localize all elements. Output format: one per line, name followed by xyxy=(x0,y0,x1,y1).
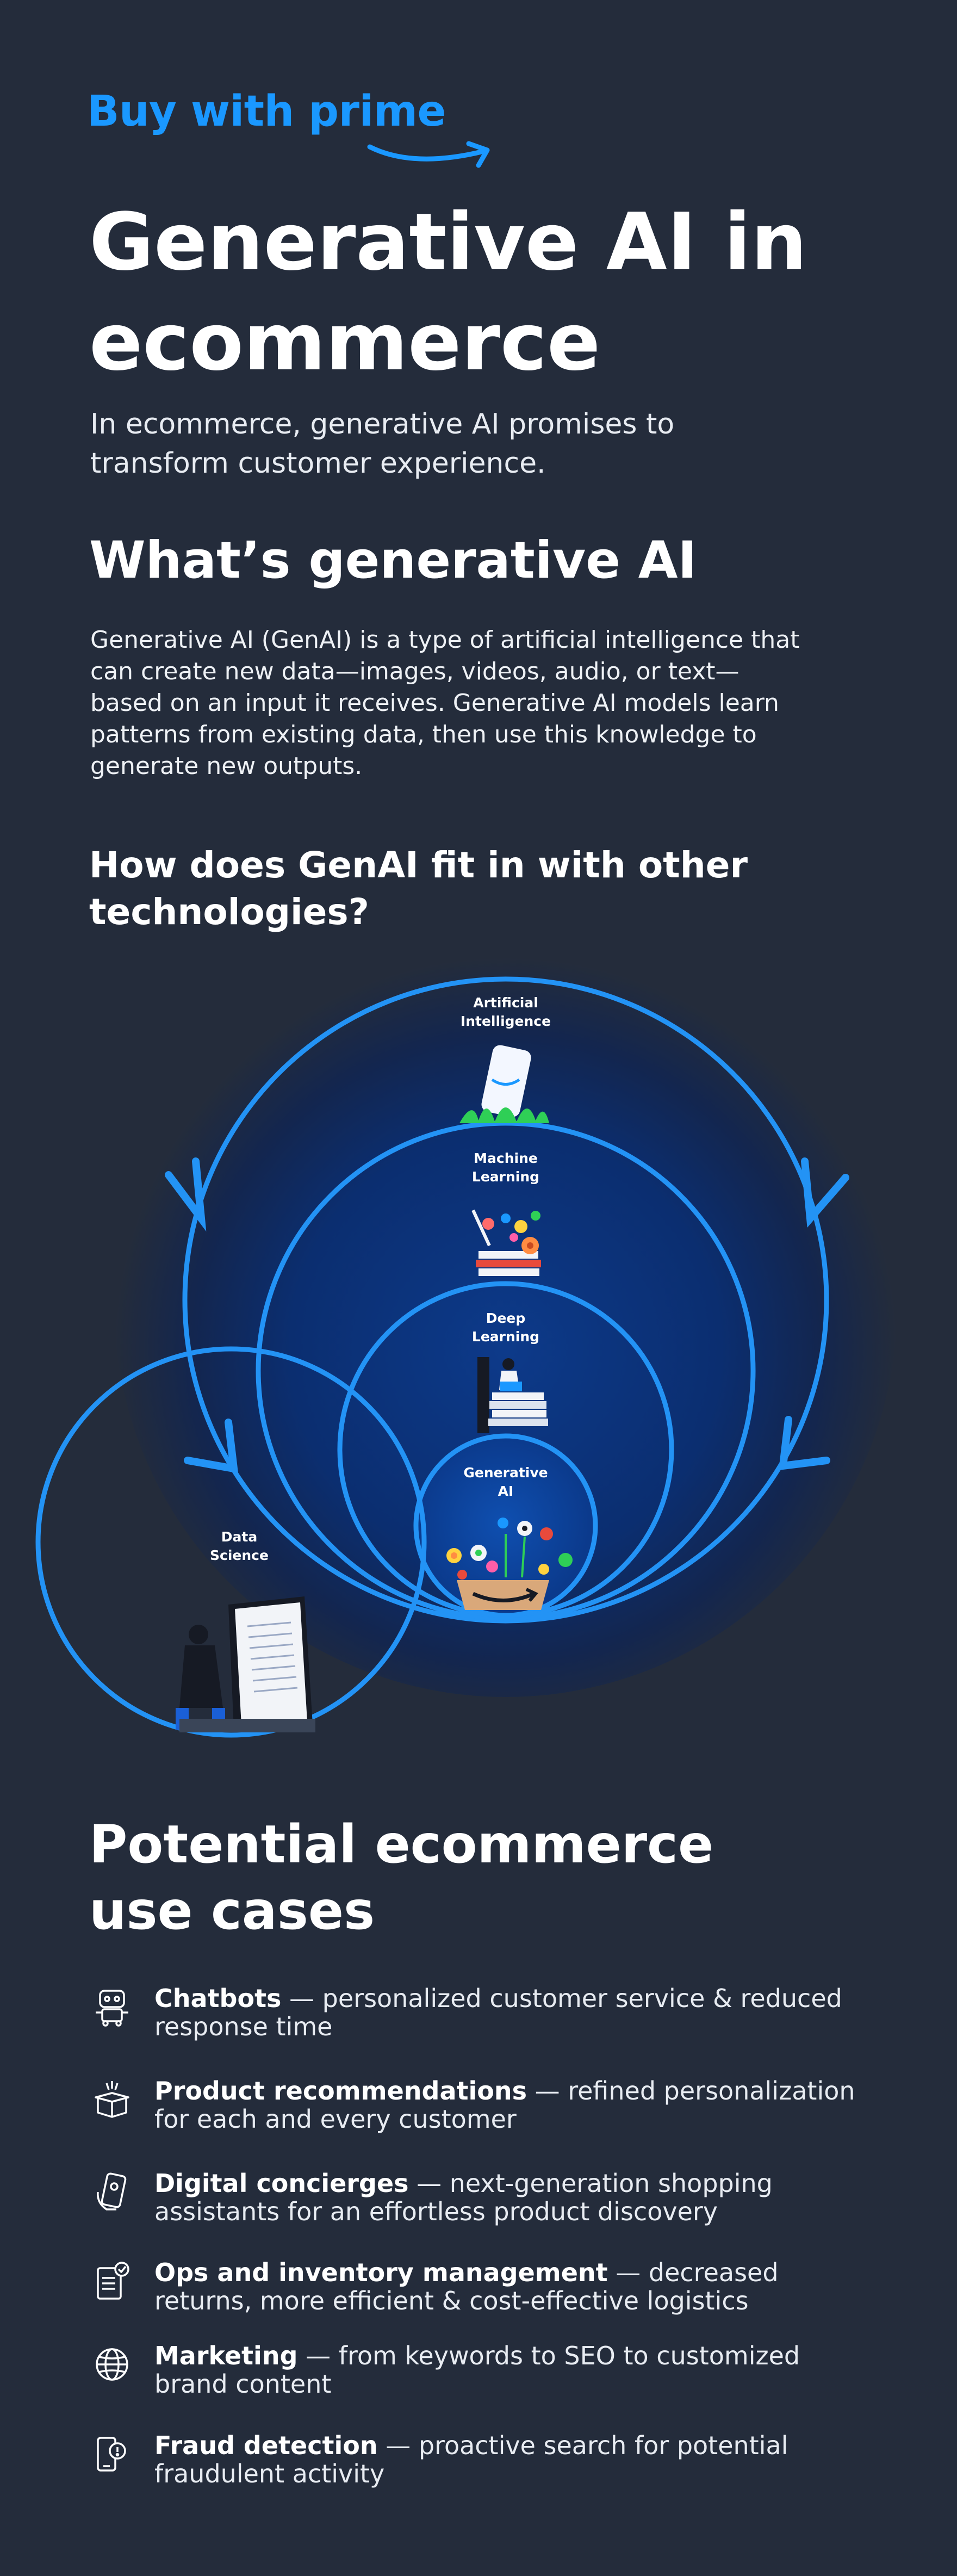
use-case-title: Chatbots xyxy=(154,1984,282,2013)
ml-label-line2: Learning xyxy=(472,1169,539,1185)
dl-label-line1: Deep xyxy=(486,1310,526,1326)
use-case-desc: — from keywords to SEO to customized bra… xyxy=(154,2341,800,2399)
background-glow xyxy=(114,925,897,1697)
arrow-left-icon xyxy=(165,1157,207,1232)
buy-with-prime-logo: Buy with prime xyxy=(87,87,490,169)
chatbot-icon xyxy=(96,1990,128,2027)
page-title: Generative AI in ecommerce xyxy=(89,196,807,388)
use-case-item: Digital concierges — next-generation sho… xyxy=(90,2169,852,2240)
technology-venn-diagram: Artificial Intelligence Machine Learning… xyxy=(0,925,957,1773)
ds-label-line1: Data xyxy=(221,1529,257,1545)
use-case-item: Product recommendations — refined person… xyxy=(90,2077,855,2147)
ds-label-line2: Science xyxy=(210,1547,269,1563)
data-science-circle xyxy=(35,1346,427,1738)
prime-box-flowers-illustration xyxy=(446,1518,573,1610)
globe-icon xyxy=(96,2348,128,2381)
genai-label-line1: Generative xyxy=(463,1465,548,1481)
fit-heading: How does GenAI fit in with other technol… xyxy=(89,844,748,933)
phone-eye-illustration xyxy=(459,1045,549,1123)
prime-smile-icon xyxy=(367,141,490,168)
use-case-text: Product recommendations — refined person… xyxy=(154,2077,861,2133)
ai-circle xyxy=(182,976,829,1624)
arrow-right-icon xyxy=(801,1157,849,1228)
books-flowers-illustration xyxy=(471,1209,541,1276)
ml-label-line1: Machine xyxy=(474,1150,538,1166)
use-case-item: Chatbots — personalized customer service… xyxy=(90,1984,852,2055)
use-case-text: Chatbots — personalized customer service… xyxy=(154,1984,861,2041)
use-case-item: Fraud detection — proactive search for p… xyxy=(90,2431,852,2502)
arrow-ds-icon xyxy=(184,1419,239,1473)
use-case-desc: — next-generation shopping assistants fo… xyxy=(154,2169,773,2226)
gift-box-icon xyxy=(95,2081,129,2118)
intro-text: In ecommerce, generative AI promises to … xyxy=(90,408,675,480)
fraud-alert-icon xyxy=(97,2437,126,2472)
person-on-books-illustration xyxy=(477,1357,548,1433)
use-case-text: Fraud detection — proactive search for p… xyxy=(154,2431,861,2488)
use-case-text: Ops and inventory management — decreased… xyxy=(154,2258,861,2315)
use-case-title: Fraud detection xyxy=(154,2431,378,2460)
person-document-illustration xyxy=(176,1596,315,1732)
use-case-item: Marketing — from keywords to SEO to cust… xyxy=(90,2342,852,2412)
use-case-title: Marketing xyxy=(154,2341,298,2370)
phone-hand-icon xyxy=(97,2172,127,2210)
dl-label-line2: Learning xyxy=(472,1329,539,1345)
checklist-icon xyxy=(97,2262,129,2300)
use-case-title: Digital concierges xyxy=(154,2169,409,2198)
use-case-title: Ops and inventory management xyxy=(154,2258,608,2287)
what-heading: What’s generative AI xyxy=(89,531,697,590)
logo-text: Buy with prime xyxy=(87,87,446,136)
use-case-text: Digital concierges — next-generation sho… xyxy=(154,2169,861,2226)
use-case-item: Ops and inventory management — decreased… xyxy=(90,2258,852,2329)
what-body: Generative AI (GenAI) is a type of artif… xyxy=(90,626,800,780)
use-case-desc: — proactive search for potential fraudul… xyxy=(154,2431,788,2488)
use-cases-heading: Potential ecommerce use cases xyxy=(89,1814,714,1941)
ai-label-line1: Artificial xyxy=(473,995,538,1011)
use-case-desc: — decreased returns, more efficient & co… xyxy=(154,2258,779,2315)
use-case-title: Product recommendations xyxy=(154,2076,527,2106)
arrow-ml-icon xyxy=(779,1416,830,1471)
ai-label-line2: Intelligence xyxy=(461,1013,551,1029)
use-case-desc: — personalized customer service & reduce… xyxy=(154,1984,842,2041)
genai-label-line2: AI xyxy=(498,1483,514,1499)
use-case-desc: — refined personalization for each and e… xyxy=(154,2076,855,2134)
use-case-text: Marketing — from keywords to SEO to cust… xyxy=(154,2342,861,2398)
